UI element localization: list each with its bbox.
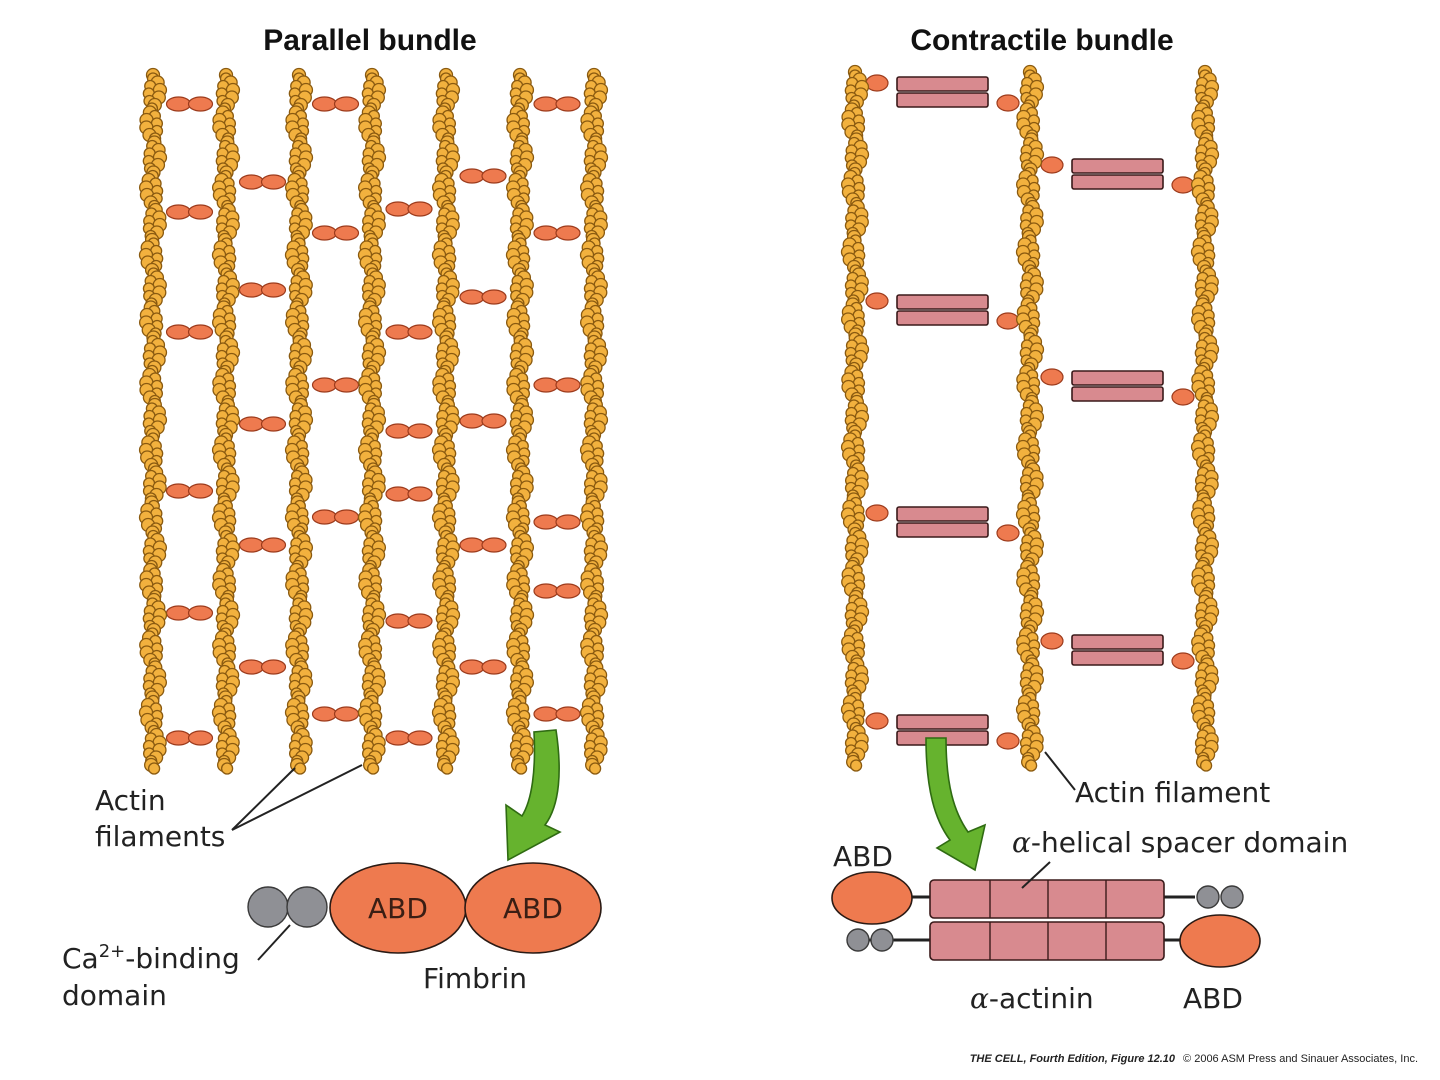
fimbrin-crosslink xyxy=(165,605,214,621)
ca-leader xyxy=(257,924,291,961)
actinin-abd-bottom xyxy=(1179,914,1261,968)
actinin-ef-hand-3 xyxy=(846,928,870,952)
ca-binding-label-line2: domain xyxy=(62,979,167,1012)
actinin-ef-hand-4 xyxy=(870,928,894,952)
zoom-arrow-fimbrin xyxy=(505,729,562,862)
fimbrin-crosslink xyxy=(311,377,360,393)
actin-filament xyxy=(138,67,168,775)
actin-filament xyxy=(579,67,609,775)
alpha-actinin-label: α-actinin xyxy=(970,982,1094,1015)
fimbrin-crosslink xyxy=(238,282,287,298)
ca-binding-label: Ca2+-binding xyxy=(62,941,240,975)
contractile-actin-filaments xyxy=(840,64,1220,772)
actin-leader-2 xyxy=(231,764,363,831)
fimbrin-crosslink xyxy=(459,168,507,184)
actin-label-line1: Actin xyxy=(95,784,166,817)
alpha-actinin-crosslink xyxy=(865,712,1020,750)
fimbrin-crosslink xyxy=(459,289,507,305)
fimbrin-crosslink xyxy=(238,174,287,190)
ca-binding-domain-2 xyxy=(286,886,328,928)
fimbrin-crosslink xyxy=(459,659,507,675)
actin-filament xyxy=(1190,64,1220,772)
actinin-abd-top xyxy=(831,871,913,925)
actinin-ef-hand-2 xyxy=(1220,885,1244,909)
fimbrin-crosslink xyxy=(311,509,360,525)
actinin-ef-hand-1 xyxy=(1196,885,1220,909)
actin-filament-label: Actin filament xyxy=(1075,776,1270,809)
spacer-rod-top xyxy=(929,879,1165,919)
spacer-rod-bottom xyxy=(929,921,1165,961)
actin-leader-1 xyxy=(231,767,296,831)
fimbrin-crosslink xyxy=(238,416,287,432)
actin-filament xyxy=(431,67,461,775)
actin-filament xyxy=(505,67,535,775)
fimbrin-abd-right xyxy=(464,862,602,954)
fimbrin-crosslink xyxy=(165,483,214,499)
fimbrin-crosslink xyxy=(533,514,581,530)
fimbrin-crosslink xyxy=(311,706,360,722)
fimbrin-crosslink xyxy=(533,96,581,112)
fimbrin-crosslink xyxy=(533,583,581,599)
fimbrin-crosslink xyxy=(165,96,214,112)
fimbrin-crosslink xyxy=(385,730,433,746)
ca-binding-domain-1 xyxy=(247,886,289,928)
fimbrin-crosslink xyxy=(238,537,287,553)
fimbrin-crosslink xyxy=(311,225,360,241)
alpha-actinin-crosslink xyxy=(865,74,1020,112)
fimbrin-label: Fimbrin xyxy=(423,962,527,995)
fimbrin-crosslink xyxy=(385,324,433,340)
alpha-actinin-crosslink xyxy=(865,504,1020,542)
alpha-actinin-molecule xyxy=(831,871,1261,968)
fimbrin-crosslink xyxy=(459,537,507,553)
fimbrin-crosslink xyxy=(533,377,581,393)
actin-filament-leader xyxy=(1044,751,1076,791)
alpha-actinin-crosslink xyxy=(1040,632,1195,670)
fimbrin-abd-right-label: ABD xyxy=(503,892,563,925)
actin-label-line2: filaments xyxy=(95,820,225,853)
alpha-actinin-crosslink xyxy=(1040,368,1195,406)
actin-filament xyxy=(211,67,241,775)
fimbrin-crosslink xyxy=(385,613,433,629)
actin-filament xyxy=(840,64,870,772)
fimbrin-crosslink xyxy=(165,204,214,220)
fimbrin-abd-left-label: ABD xyxy=(368,892,428,925)
zoom-arrow-actinin xyxy=(925,737,987,872)
parallel-bundle-title: Parallel bundle xyxy=(263,24,476,57)
alpha-actinin-crosslink xyxy=(865,292,1020,330)
actinin-abd-bottom-label: ABD xyxy=(1183,982,1243,1015)
fimbrin-molecule: ABD ABD xyxy=(247,862,602,954)
fimbrin-crosslink xyxy=(238,659,287,675)
fimbrin-crosslink xyxy=(165,324,214,340)
alpha-actinin-crosslink xyxy=(1040,156,1195,194)
fimbrin-crosslinks xyxy=(165,96,581,746)
figure-credit: THE CELL, Fourth Edition, Figure 12.10© … xyxy=(970,1053,1418,1065)
fimbrin-crosslink xyxy=(533,706,581,722)
actin-filaments-label: Actin filaments xyxy=(95,764,363,853)
spacer-domain-label: α-helical spacer domain xyxy=(1012,826,1348,859)
spacer-leader xyxy=(1021,861,1051,889)
fimbrin-crosslink xyxy=(385,486,433,502)
actin-filament xyxy=(284,67,314,775)
actin-filament xyxy=(1015,64,1045,772)
parallel-actin-filaments xyxy=(138,67,609,775)
fimbrin-crosslink xyxy=(533,225,581,241)
fimbrin-crosslink xyxy=(165,730,214,746)
fimbrin-crosslink xyxy=(311,96,360,112)
contractile-bundle-title: Contractile bundle xyxy=(910,24,1173,57)
actinin-abd-top-label: ABD xyxy=(833,840,893,873)
fimbrin-crosslink xyxy=(459,413,507,429)
actin-filament xyxy=(357,67,387,775)
fimbrin-crosslink xyxy=(385,201,433,217)
alpha-actinin-crosslinks xyxy=(865,74,1195,750)
fimbrin-crosslink xyxy=(385,423,433,439)
